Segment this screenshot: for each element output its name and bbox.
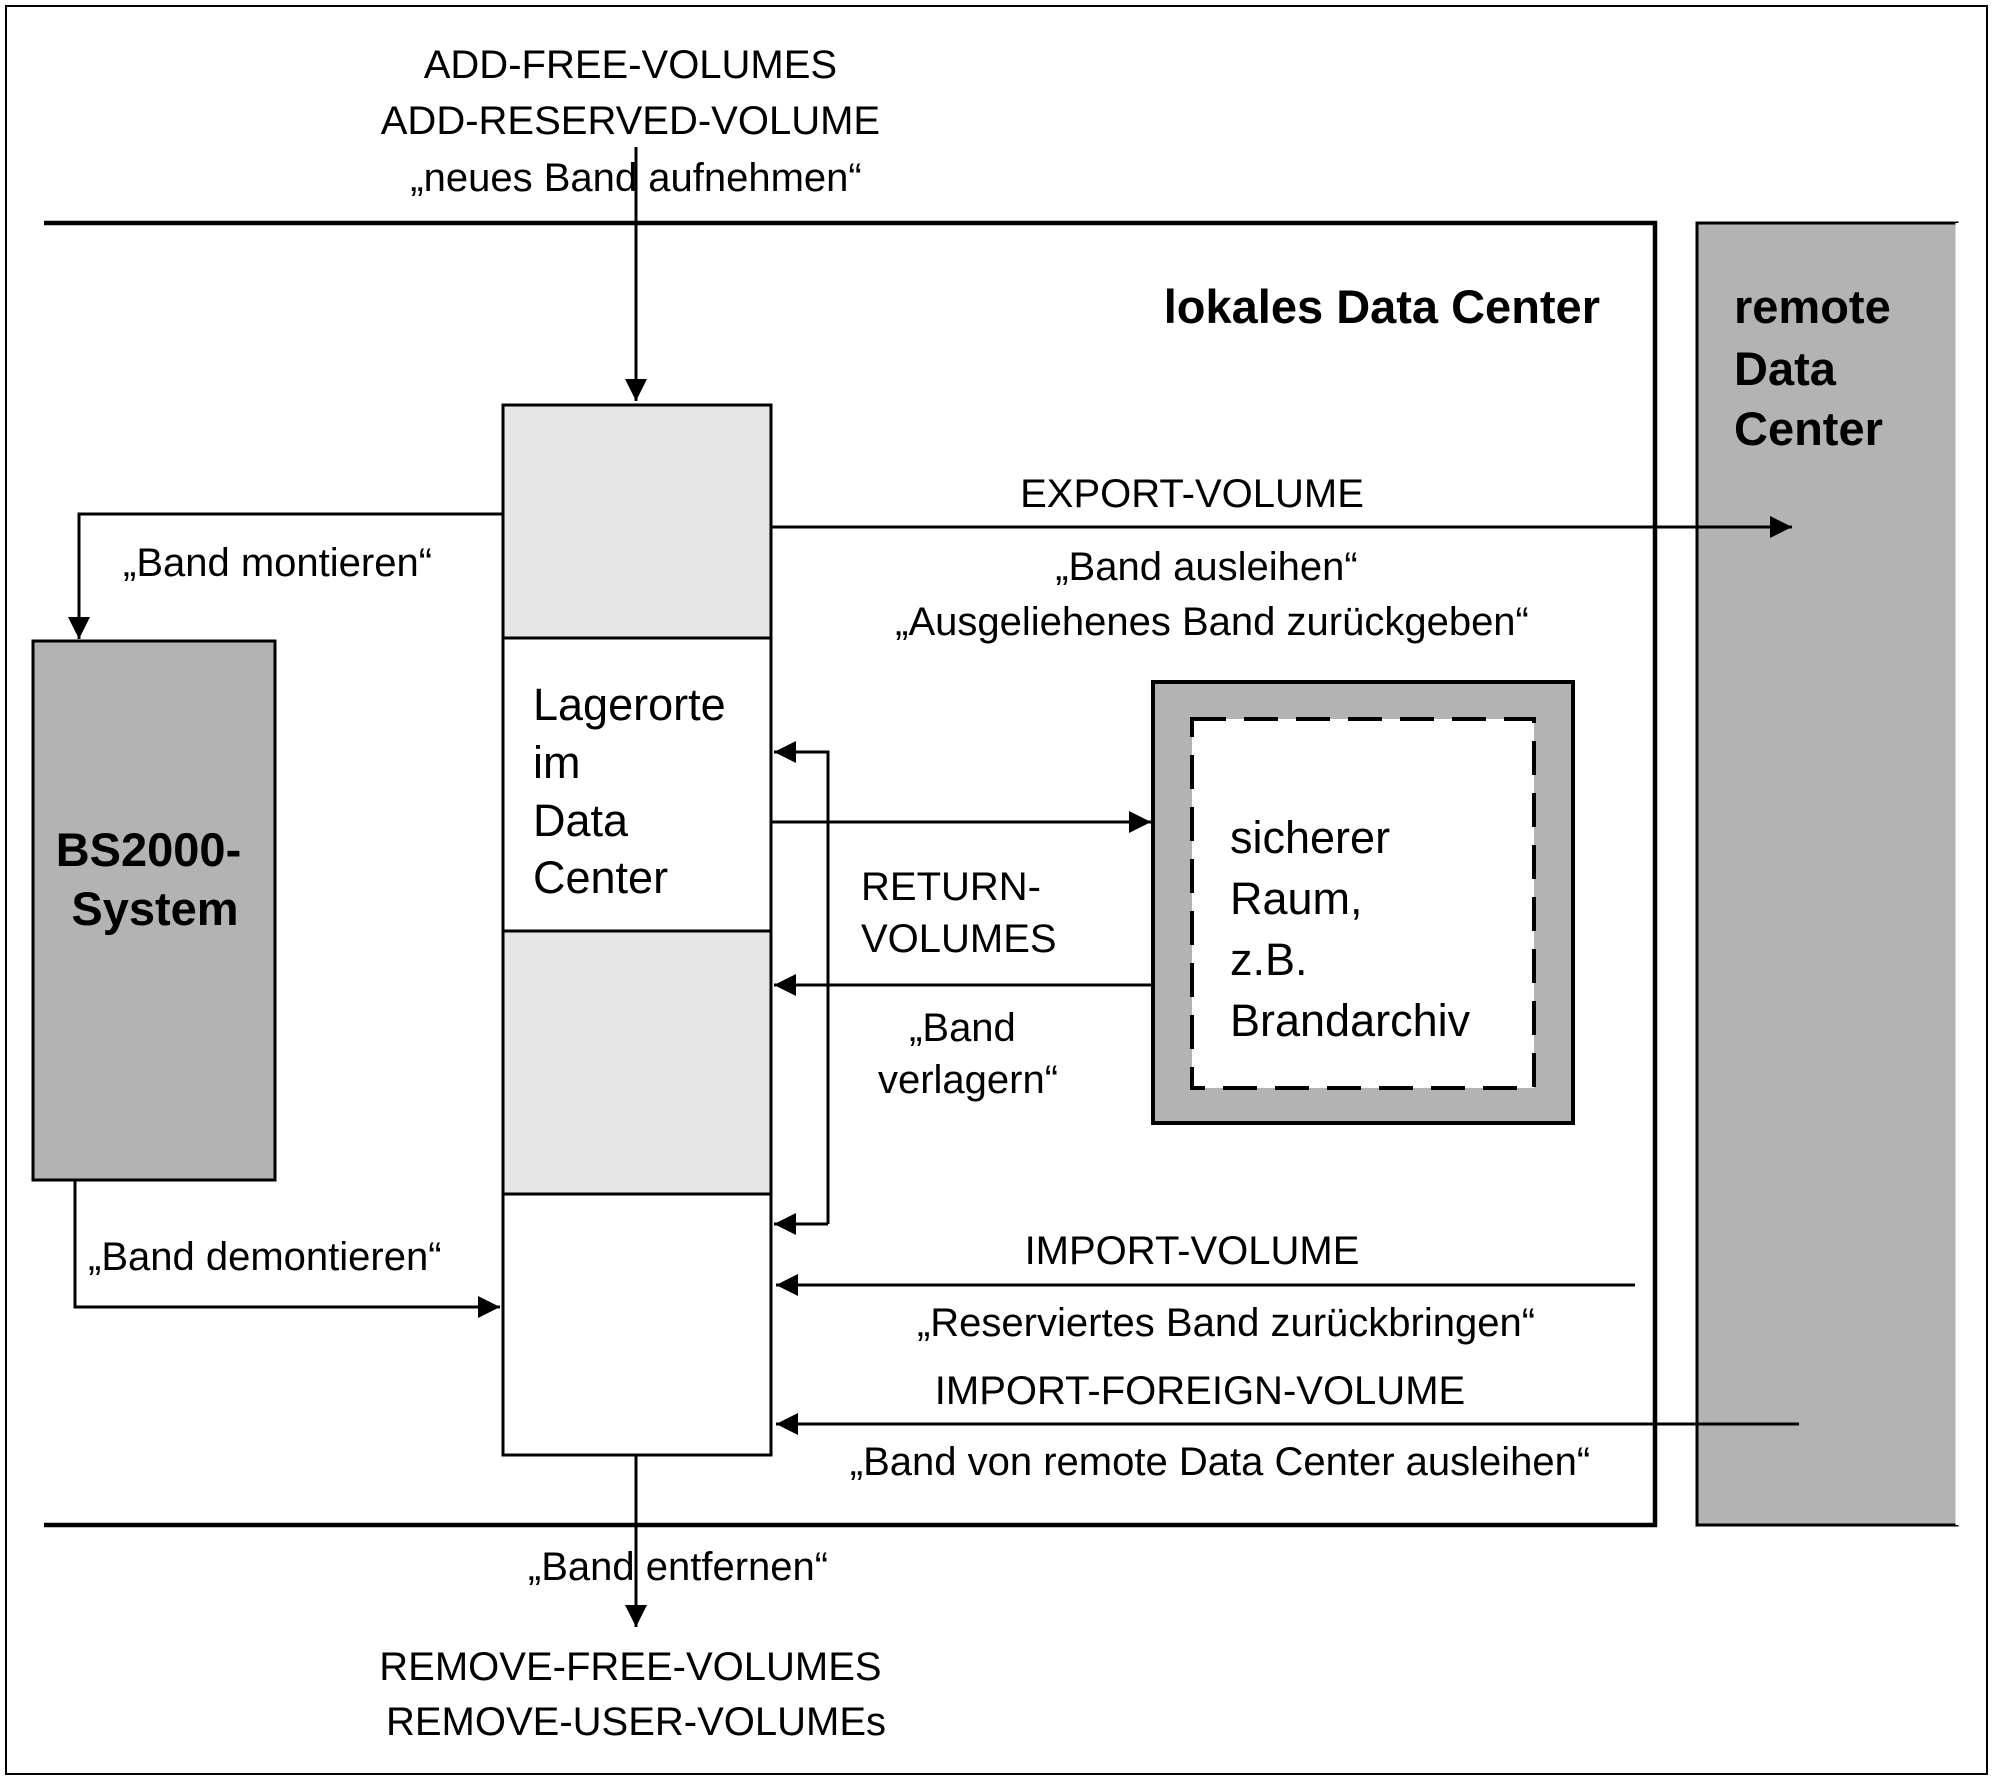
remote-title-line-1: remote <box>1734 280 1891 333</box>
internal-loop-top-arrow <box>774 741 830 1224</box>
bs2000-line-1: BS2000- <box>56 823 242 876</box>
storage-bottom-section <box>501 1192 773 1457</box>
bottom-command-2: REMOVE-USER-VOLUMEs <box>386 1700 886 1744</box>
top-command-desc: „neues Band aufnehmen“ <box>410 156 861 200</box>
storage-line-3: Data <box>533 795 629 846</box>
return-desc-1: „Band <box>909 1006 1016 1050</box>
bs2000-system-block <box>31 639 277 1182</box>
svg-text:remote Data Center: remote Data Center <box>1734 280 1904 455</box>
svg-text:„Band verlagern“: „Band verlagern“ <box>878 1006 1058 1102</box>
top-command-2: ADD-RESERVED-VOLUME <box>381 99 880 143</box>
remote-title-line-3: Center <box>1734 402 1883 455</box>
storage-middle-section <box>501 929 773 1196</box>
svg-text:Lagerorte im Data: Lagerorte im Data Center <box>533 679 738 903</box>
export-desc-1: „Band ausleihen“ <box>1055 545 1357 589</box>
svg-text:ADD-FREE-VOLUMES ADD-RESER: ADD-FREE-VOLUMES ADD-RESERVED-VOLUME „ne… <box>381 43 891 200</box>
unmount-label: „Band demontieren“ <box>88 1235 442 1279</box>
storage-line-1: Lagerorte <box>533 679 726 730</box>
outer-frame <box>5 5 1988 1775</box>
svg-text:„Band ausleihen“ „Ausgelie: „Band ausleihen“ „Ausgeliehenes Band zur… <box>895 545 1529 644</box>
export-command: EXPORT-VOLUME <box>1020 472 1364 516</box>
mount-label: „Band montieren“ <box>123 541 432 585</box>
local-data-center-title: lokales Data Center <box>1164 280 1600 333</box>
local-data-center-boundary <box>44 220 1658 1528</box>
safe-room-line-3: z.B. <box>1230 934 1308 985</box>
safe-room-line-2: Raum, <box>1230 873 1363 924</box>
safe-room-inner <box>1190 717 1536 1090</box>
unmount-arrow <box>73 1180 500 1318</box>
import-desc: „Reserviertes Band zurückbringen“ <box>917 1301 1535 1345</box>
import-foreign-command: IMPORT-FOREIGN-VOLUME <box>935 1369 1465 1413</box>
export-desc-2: „Ausgeliehenes Band zurückgeben“ <box>895 600 1529 644</box>
safe-room-line-4: Brandarchiv <box>1230 995 1471 1046</box>
import-command: IMPORT-VOLUME <box>1025 1229 1360 1273</box>
mount-arrow <box>68 512 503 639</box>
storage-line-2: im <box>533 737 580 788</box>
remove-desc: „Band entfernen“ <box>528 1545 828 1589</box>
svg-text:BS2000- System: BS2000- System <box>56 823 255 935</box>
svg-text:REMOVE-FREE-VOLUMES REMOVE: REMOVE-FREE-VOLUMES REMOVE-USER-VOLUMEs <box>379 1645 892 1744</box>
bs2000-line-2: System <box>71 882 238 935</box>
remote-title-line-2: Data <box>1734 342 1837 395</box>
svg-text:RETURN- VOLUMES: RETURN- VOLUMES <box>861 865 1057 961</box>
import-foreign-desc: „Band von remote Data Center ausleihen“ <box>850 1440 1590 1484</box>
safe-room-line-1: sicherer <box>1230 812 1390 863</box>
storage-label-section <box>501 636 773 933</box>
return-command-2: VOLUMES <box>861 917 1057 961</box>
storage-top-section <box>501 403 773 640</box>
top-command-1: ADD-FREE-VOLUMES <box>424 43 837 87</box>
bottom-command-1: REMOVE-FREE-VOLUMES <box>379 1645 881 1689</box>
return-desc-2: verlagern“ <box>878 1058 1058 1102</box>
return-command-1: RETURN- <box>861 865 1041 909</box>
storage-line-4: Center <box>533 852 668 903</box>
remote-data-center-block <box>1695 221 1959 1527</box>
svg-text:sicherer Raum, z.B.: sicherer Raum, z.B. Brandarchiv <box>1230 812 1471 1046</box>
